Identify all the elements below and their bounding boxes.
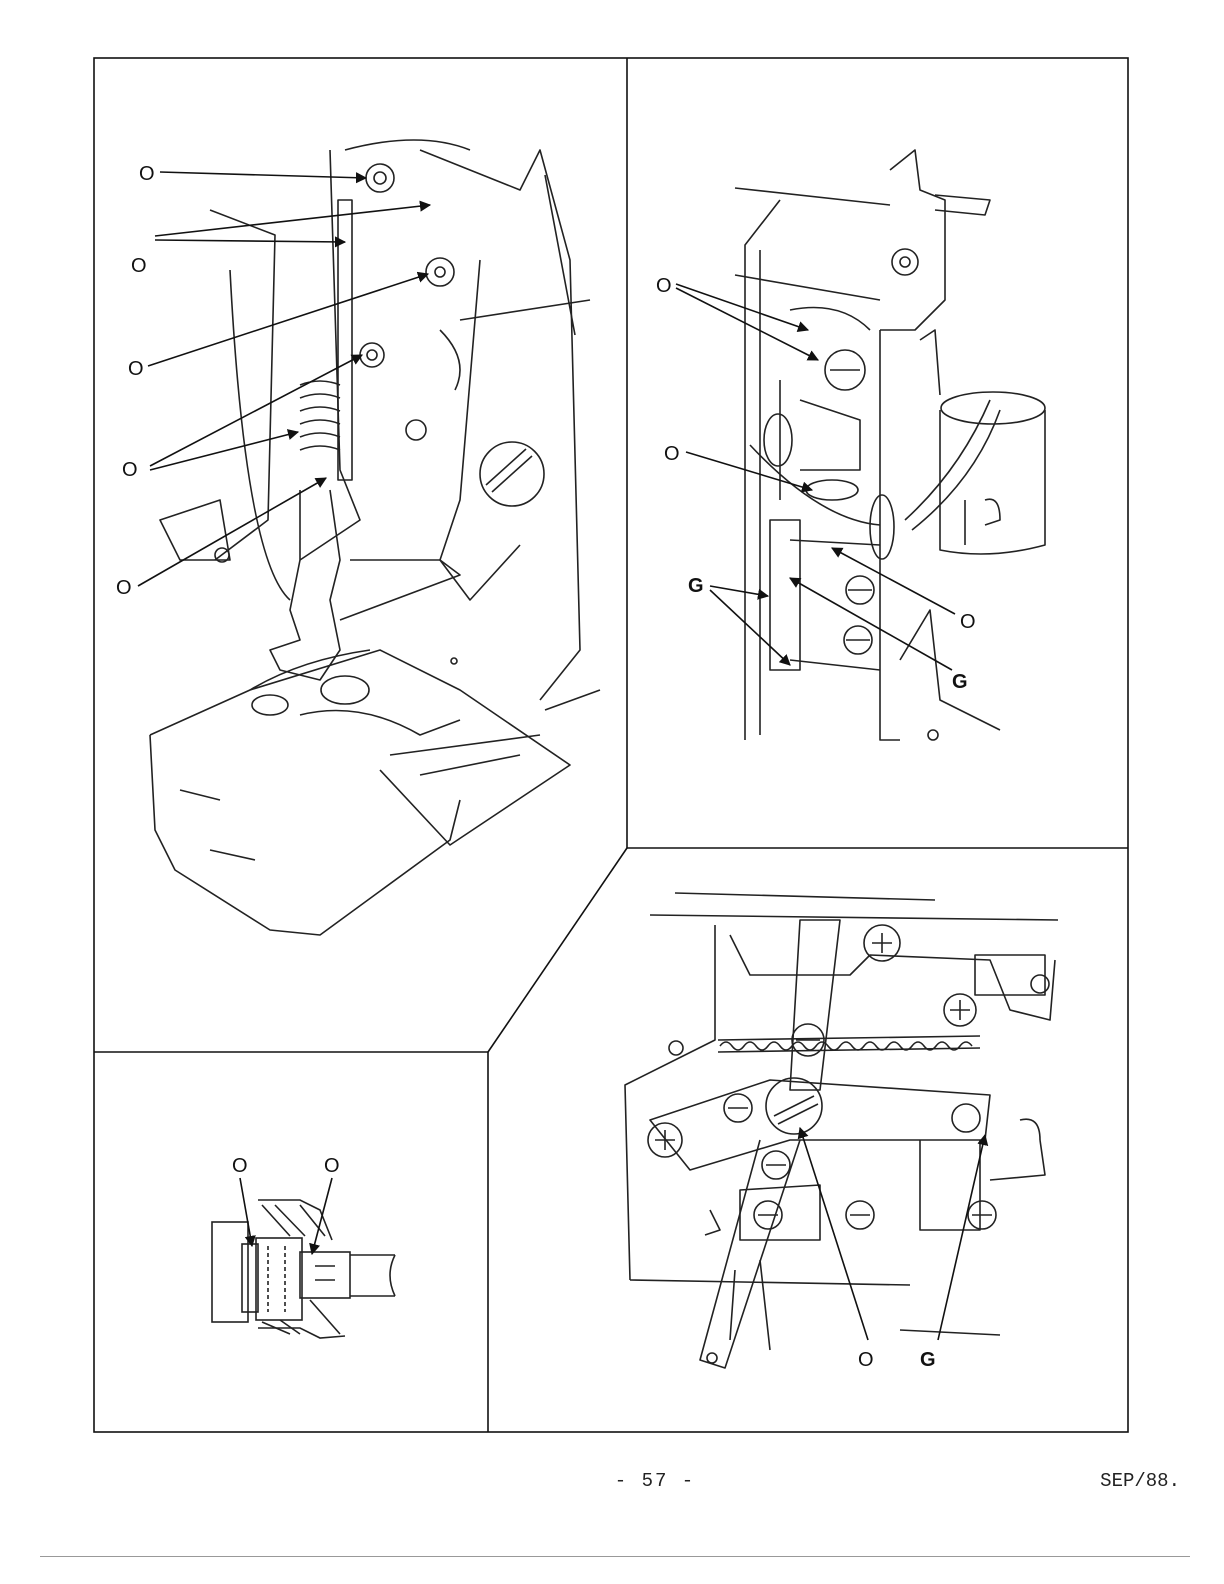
callout-label: O [139, 163, 155, 185]
panel-frame [93, 57, 1129, 1433]
needle-bar-drawing [149, 139, 601, 936]
needle-bar-callouts [137, 171, 432, 587]
needle-bar-labels: O O O O O [116, 163, 155, 599]
callout-label: O [116, 577, 132, 599]
linkage-labels: O G [858, 1349, 936, 1371]
callout-label: O [324, 1155, 340, 1177]
callout-label: O [131, 255, 147, 277]
shaft-collar-labels: O O [232, 1155, 340, 1177]
shaft-collar-drawing [211, 1199, 396, 1339]
callout-label: O [128, 358, 144, 380]
page-number: - 57 - [614, 1470, 696, 1492]
callout-label: O [858, 1349, 874, 1371]
callout-label: G [920, 1349, 936, 1371]
callout-label: O [232, 1155, 248, 1177]
linkage-callouts [797, 1126, 989, 1341]
shaft-collar-callouts [239, 1177, 333, 1256]
callout-label: O [960, 611, 976, 633]
thread-guide-labels: O O G O G [656, 275, 976, 693]
callout-label: G [688, 575, 704, 597]
callout-label: G [952, 671, 968, 693]
callout-label: O [664, 443, 680, 465]
linkage-drawing [624, 892, 1059, 1369]
bottom-rule [40, 1556, 1190, 1557]
callout-label: O [122, 459, 138, 481]
date-code: SEP/88. [1100, 1470, 1180, 1492]
callout-label: O [656, 275, 672, 297]
thread-guide-drawing [734, 149, 1046, 741]
thread-guide-callouts [675, 283, 956, 671]
